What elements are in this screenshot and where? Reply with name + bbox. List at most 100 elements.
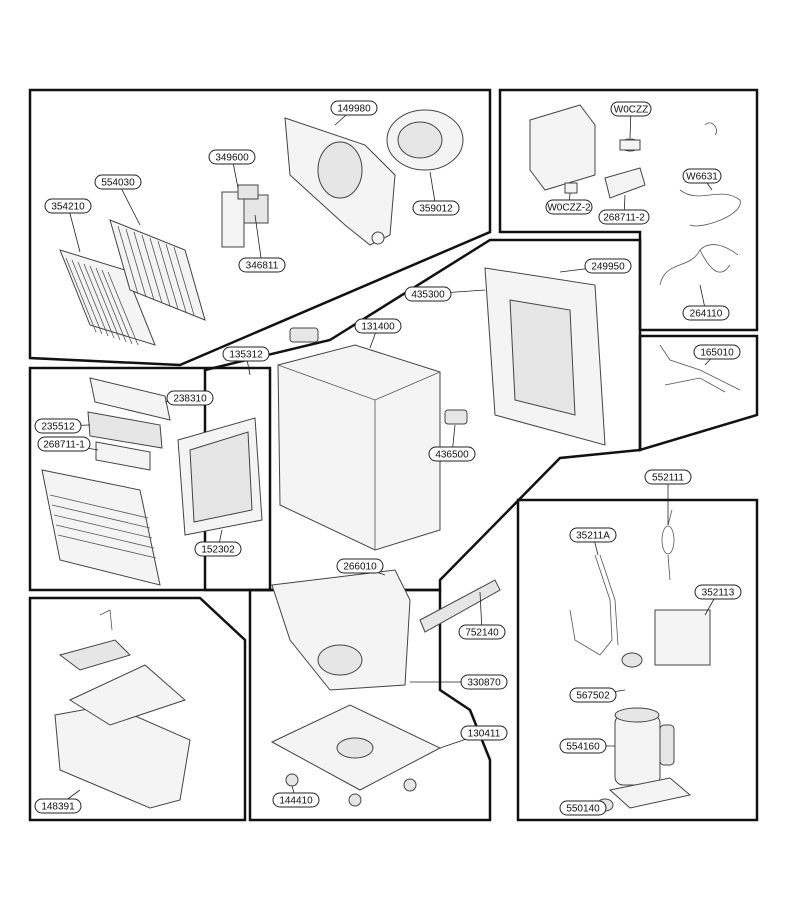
- label-text: 238310: [173, 394, 207, 405]
- label-pill: [610, 101, 652, 117]
- part-label-149980: 149980: [330, 100, 378, 126]
- label-pill: [569, 527, 617, 543]
- label-pill: [336, 558, 384, 574]
- part-label-35211A: 35211A: [569, 527, 617, 556]
- control-panel-238310: [89, 377, 171, 421]
- label-pill: [460, 674, 508, 690]
- part-label-567502: 567502: [569, 687, 626, 703]
- label-text: 130411: [468, 729, 501, 740]
- label-text: 567502: [576, 691, 610, 702]
- part-label-165010: 165010: [693, 344, 741, 366]
- part-label-131400: 131400: [354, 318, 402, 349]
- part-label-266010: 266010: [336, 558, 386, 576]
- label-text: 330870: [467, 678, 501, 689]
- part-label-144410: 144410: [272, 785, 320, 808]
- part-label-W0CZZ: W0CZZ: [610, 101, 652, 139]
- label-text: W6631: [686, 172, 718, 183]
- label-pill: [694, 584, 742, 600]
- part-label-W0CZZ2: W0CZZ-2: [545, 192, 593, 215]
- bucket-lid: [68, 664, 186, 726]
- label-text: 435300: [411, 290, 445, 301]
- front-grille-135312: [41, 469, 161, 586]
- suction-pipe-35211A: [569, 554, 619, 656]
- section-borders: [28, 88, 759, 822]
- part-label-359012: 359012: [412, 171, 460, 216]
- cabinet-131400: [277, 344, 441, 551]
- label-text: 268711-2: [603, 213, 645, 224]
- handle-435300: [289, 327, 319, 343]
- handle-436500: [444, 409, 468, 425]
- wire-W6631: [679, 122, 741, 227]
- label-pill: [559, 738, 607, 754]
- label-pill: [194, 541, 242, 557]
- accumulator-352113: [654, 609, 711, 666]
- section-compressor-border: [516, 498, 759, 822]
- terminal-block-268711-2: [604, 167, 646, 199]
- label-pill: [208, 149, 256, 165]
- label-text: 554160: [566, 742, 600, 753]
- bracket-W0CZZ-2: [564, 182, 578, 194]
- label-pill: [34, 798, 82, 814]
- label-text: 165010: [700, 348, 734, 359]
- part-label-130411: 130411: [439, 725, 508, 749]
- label-text: 249950: [591, 262, 625, 273]
- label-pill: [166, 390, 214, 406]
- part-label-346811: 346811: [238, 214, 286, 273]
- part-label-235512: 235512: [34, 418, 91, 434]
- part-labels: 149980 349600 554030 354210 359012 346811 W0CZ…: [34, 100, 742, 816]
- label-pill: [412, 200, 460, 216]
- label-text: 554030: [101, 178, 135, 189]
- wire-harness-264110: [659, 244, 739, 286]
- part-label-330870: 330870: [410, 674, 508, 690]
- part-label-238310: 238310: [164, 390, 214, 406]
- label-text: 152302: [201, 545, 235, 556]
- label-pill: [598, 209, 650, 225]
- label-pill: [238, 257, 286, 273]
- part-label-552111: 552111: [644, 469, 692, 525]
- part-label-148391: 148391: [34, 789, 82, 814]
- display-268711-1: [95, 441, 151, 471]
- label-text: 235512: [41, 422, 75, 433]
- label-pill: [559, 800, 607, 816]
- label-pill: [34, 418, 82, 434]
- wire-165010: [659, 344, 741, 393]
- part-label-752140: 752140: [458, 591, 506, 640]
- part-label-268711-1: 268711-1: [37, 436, 99, 452]
- part-label-436500: 436500: [428, 424, 476, 462]
- pcb-235512: [87, 411, 163, 449]
- grommet-550140: [596, 777, 692, 812]
- label-text: 144410: [279, 796, 313, 807]
- section-wire-harness-border: [638, 334, 759, 452]
- label-text: 264110: [690, 309, 723, 320]
- float-switch: [58, 609, 131, 671]
- part-label-268711-2: 268711-2: [598, 194, 650, 225]
- part-label-264110: 264110: [682, 284, 730, 321]
- capacitor-W0CZZ: [619, 138, 641, 152]
- capillary-552111: [661, 509, 675, 581]
- drain-hose-752140: [419, 579, 501, 633]
- section-fan-condenser-border: [28, 88, 492, 367]
- label-pill: [644, 469, 692, 485]
- label-text: 35211A: [576, 531, 610, 542]
- part-label-354210: 354210: [44, 198, 92, 253]
- label-pill: [37, 436, 91, 452]
- label-text: 436500: [435, 450, 469, 461]
- drain-tray-266010: [271, 569, 411, 691]
- label-pill: [693, 344, 741, 360]
- part-label-554160: 554160: [559, 738, 615, 754]
- overload-567502: [621, 652, 643, 668]
- label-pill: [222, 346, 270, 362]
- label-pill: [584, 258, 632, 274]
- label-text: 135312: [229, 350, 263, 361]
- label-text: 266010: [343, 562, 377, 573]
- label-text: 550140: [566, 804, 600, 815]
- label-pill: [458, 624, 506, 640]
- label-text: 268711-1: [43, 440, 85, 451]
- leader-line: [67, 205, 81, 253]
- part-label-152302: 152302: [194, 529, 242, 557]
- label-pill: [94, 174, 142, 190]
- part-label-349600: 349600: [208, 149, 256, 189]
- part-label-554030: 554030: [94, 174, 142, 226]
- label-pill: [682, 305, 730, 321]
